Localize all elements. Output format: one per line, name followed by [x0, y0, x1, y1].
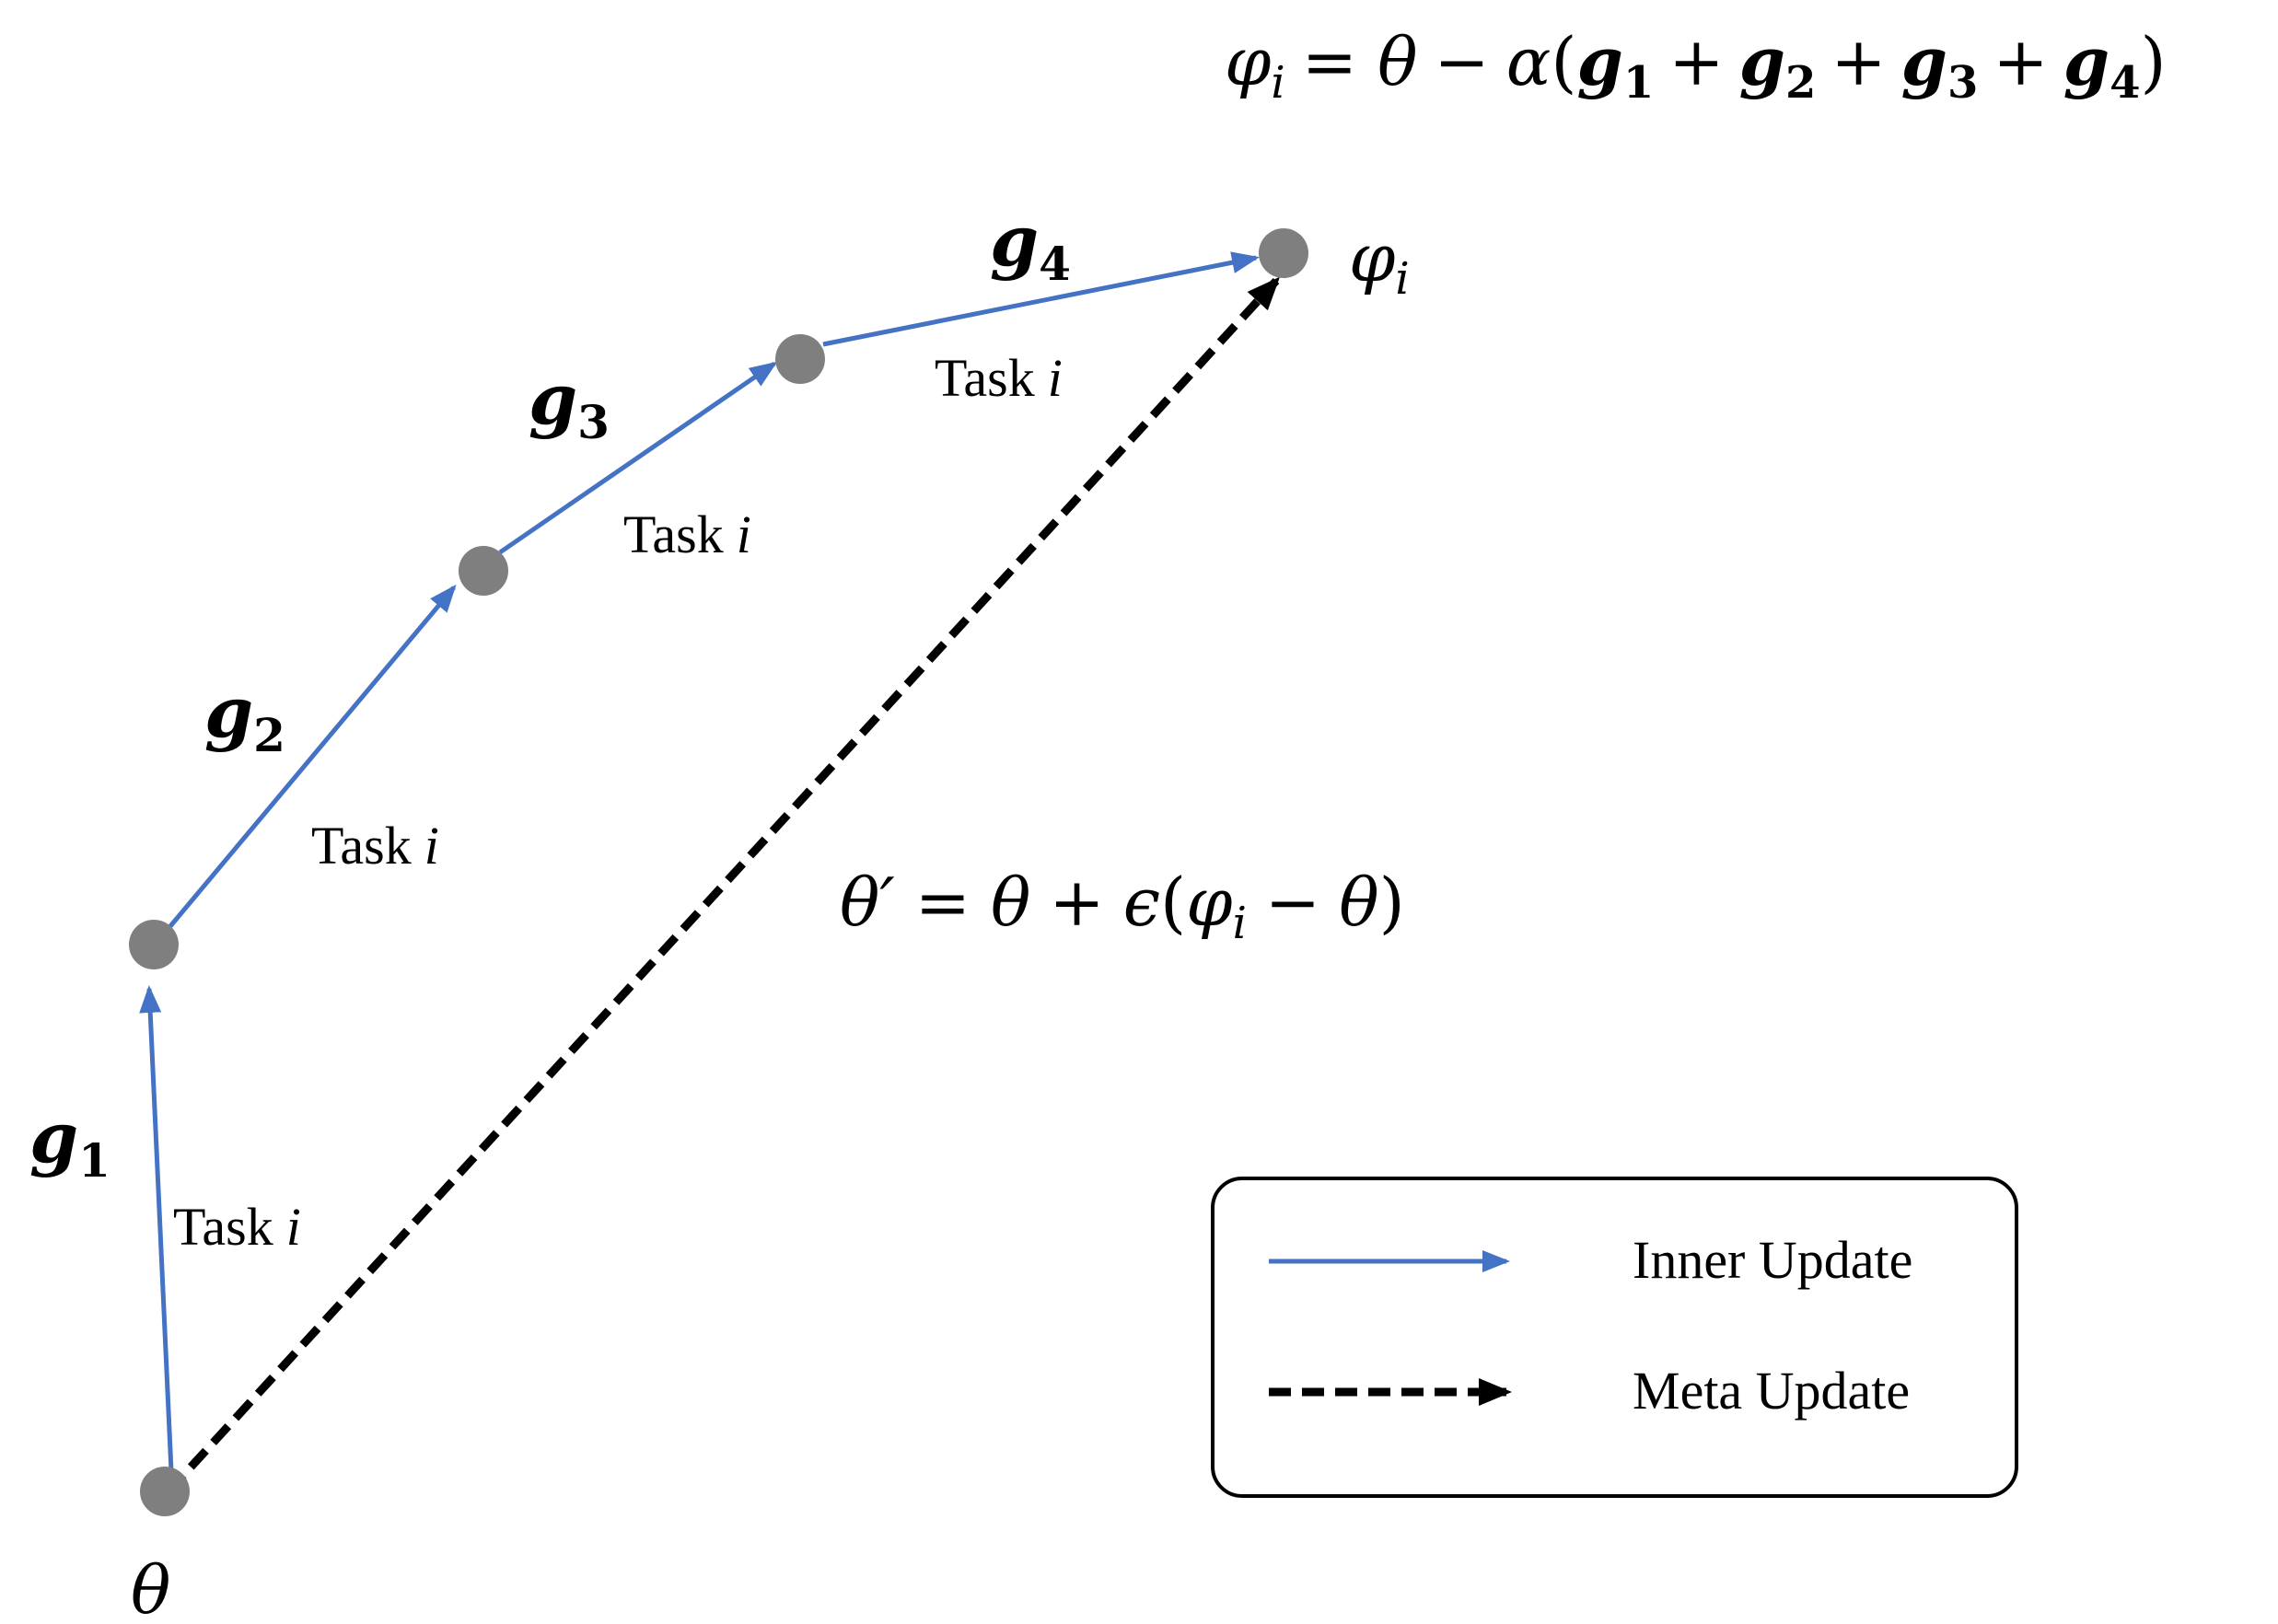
formula-g3: g: [1901, 22, 1947, 100]
inner-update-arrow-g1: [139, 985, 175, 1492]
formula-g2: g: [1739, 22, 1785, 100]
formula-g2-sub: 2: [1785, 57, 1816, 109]
formula-plus-2: +: [1831, 23, 1886, 100]
svg-text:θ′=θ+ϵ(φi−θ): θ′=θ+ϵ(φi−θ): [840, 864, 1405, 949]
label-g2: g2: [204, 671, 285, 762]
label-g3: g3: [529, 358, 610, 449]
meta-close-paren: ): [1379, 864, 1405, 941]
inner-update-arrow-g3: [498, 361, 778, 555]
legend-meta-label: Meta Update: [1633, 1361, 1910, 1421]
legend: Inner Update Meta Update: [1211, 1177, 2018, 1498]
formula-g4-sub: 4: [2109, 57, 2140, 109]
formula-plus-3: +: [1993, 23, 2048, 100]
meta-plus: +: [1049, 864, 1104, 941]
label-theta: θ: [131, 1551, 170, 1624]
meta-epsilon: ϵ: [1123, 864, 1160, 941]
svg-text:φi=θ−α(g1+g2+g3+g4): φi=θ−α(g1+g2+g3+g4): [1225, 22, 2167, 109]
formula-theta: θ: [1377, 23, 1417, 100]
node-theta: [140, 1467, 190, 1516]
inner-update-arrow-g4: [822, 251, 1260, 347]
meta-open-paren: (: [1160, 864, 1186, 941]
meta-update-arrow: [165, 276, 1281, 1495]
node-step-2: [459, 546, 508, 596]
formula-open-paren: (: [1551, 23, 1576, 100]
formula-plus-1: +: [1668, 23, 1724, 100]
meta-phi-sub: i: [1233, 898, 1247, 949]
meta-update-formula: θ′=θ+ϵ(φi−θ): [840, 864, 1405, 949]
meta-theta: θ: [991, 864, 1030, 941]
meta-phi: φ: [1186, 864, 1233, 941]
inner-update-arrow-g2: [164, 584, 457, 934]
formula-alpha: α: [1506, 23, 1552, 100]
formula-g1-sub: 1: [1623, 57, 1654, 109]
formula-g4: g: [2063, 22, 2109, 100]
meta-theta-2: θ: [1339, 864, 1378, 941]
formula-minus: −: [1434, 23, 1489, 100]
label-phi-i: φi: [1349, 219, 1410, 305]
formula-close-paren: ): [2141, 23, 2167, 100]
label-phi-sub: i: [1395, 253, 1409, 305]
node-step-1: [129, 920, 179, 969]
meta-theta-prime: θ′: [840, 864, 895, 941]
node-step-3: [775, 334, 825, 384]
legend-box: [1211, 1177, 2018, 1498]
meta-equals: =: [915, 864, 970, 941]
phi-definition-formula: φi=θ−α(g1+g2+g3+g4): [1225, 22, 2167, 109]
formula-g1: g: [1577, 22, 1623, 100]
node-phi: [1259, 228, 1308, 278]
legend-inner-label: Inner Update: [1633, 1230, 1912, 1290]
label-g1: g1: [29, 1096, 110, 1188]
meta-minus: −: [1265, 864, 1320, 941]
formula-phi: φ: [1225, 23, 1272, 100]
label-phi: φ: [1349, 219, 1396, 296]
label-g4: g4: [990, 200, 1071, 291]
formula-g3-sub: 3: [1947, 57, 1978, 109]
formula-equals: =: [1302, 23, 1357, 100]
formula-phi-sub: i: [1271, 57, 1284, 109]
